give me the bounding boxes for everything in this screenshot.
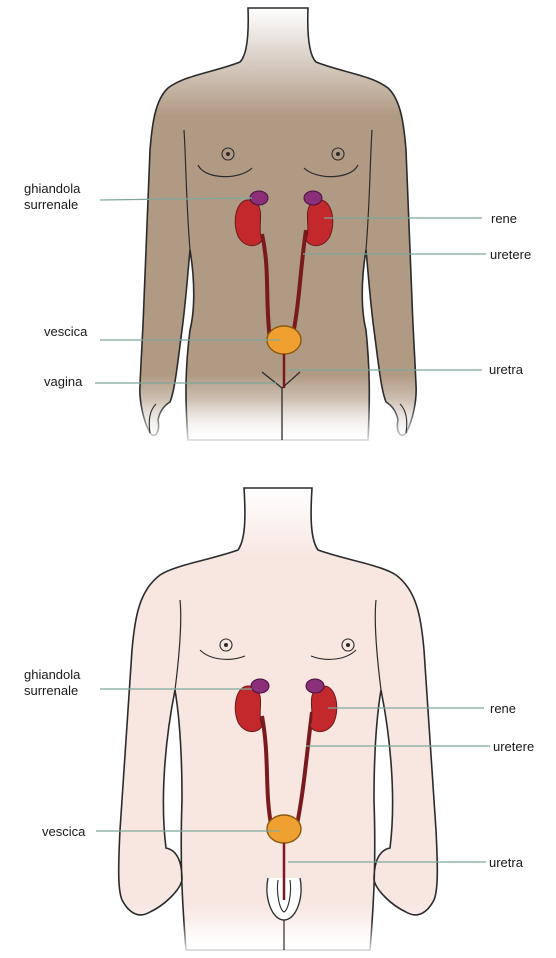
female-adrenal-label-line1: ghiandola [24, 181, 81, 196]
female-bladder-label: vescica [44, 324, 88, 339]
female-body-silhouette [140, 8, 416, 440]
male-figure: ghiandola surrenale rene uretere vescica… [24, 488, 534, 958]
female-right-adrenal-gland [304, 191, 322, 205]
male-bladder [267, 815, 301, 843]
male-adrenal-label-line2: surrenale [24, 683, 78, 698]
female-right-kidney [306, 200, 333, 246]
male-right-adrenal-gland [306, 679, 324, 693]
female-left-adrenal-gland [250, 191, 268, 205]
male-adrenal-label-line1: ghiandola [24, 667, 81, 682]
male-kidney-label: rene [490, 701, 516, 716]
female-figure: ghiandola surrenale rene uretere vescica… [24, 8, 531, 450]
male-urethra-label: uretra [489, 855, 524, 870]
male-ureter-label: uretere [493, 739, 534, 754]
female-urethra-label: uretra [489, 362, 524, 377]
female-left-kidney [235, 200, 262, 246]
male-bladder-label: vescica [42, 824, 86, 839]
female-adrenal-label-line2: surrenale [24, 197, 78, 212]
female-kidney-label: rene [491, 211, 517, 226]
female-ureter-label: uretere [490, 247, 531, 262]
female-vagina-label: vagina [44, 374, 83, 389]
male-left-adrenal-gland [251, 679, 269, 693]
